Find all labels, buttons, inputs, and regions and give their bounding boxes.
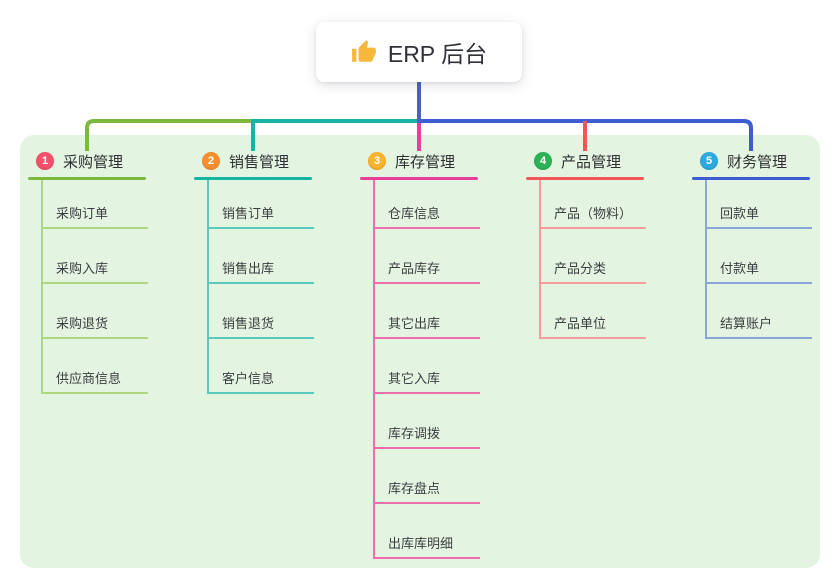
- child-node[interactable]: 库存调拨: [373, 421, 480, 449]
- branch-node-4[interactable]: 4 产品管理: [526, 149, 621, 173]
- branch-label: 财务管理: [727, 153, 788, 171]
- child-node[interactable]: 付款单: [705, 256, 812, 284]
- branch-column-库存管理: 3 库存管理仓库信息产品库存其它出库其它入库库存调拨库存盘点出库库明细: [360, 0, 500, 588]
- branches-panel: [20, 135, 820, 568]
- child-node[interactable]: 库存盘点: [373, 476, 480, 504]
- root-node[interactable]: ERP 后台: [316, 22, 522, 82]
- child-node[interactable]: 销售出库: [207, 256, 314, 284]
- branch-number-badge: 5: [700, 152, 718, 170]
- child-node[interactable]: 采购订单: [41, 201, 148, 229]
- child-node[interactable]: 出库库明细: [373, 531, 480, 559]
- root-title: ERP 后台: [387, 41, 488, 67]
- branch-label: 销售管理: [229, 153, 290, 171]
- branch-underline: [692, 177, 810, 180]
- child-connector-line: [207, 180, 209, 394]
- branch-number-badge: 4: [534, 152, 552, 170]
- child-node[interactable]: 销售订单: [207, 201, 314, 229]
- child-node[interactable]: 结算账户: [705, 311, 812, 339]
- branch-underline: [194, 177, 312, 180]
- branch-underline: [28, 177, 146, 180]
- child-node[interactable]: 产品分类: [539, 256, 646, 284]
- branch-node-3[interactable]: 3 库存管理: [360, 149, 455, 173]
- child-connector-line: [705, 180, 707, 339]
- child-node[interactable]: 产品单位: [539, 311, 646, 339]
- child-node[interactable]: 回款单: [705, 201, 812, 229]
- branch-column-采购管理: 1 采购管理采购订单采购入库采购退货供应商信息: [28, 0, 168, 588]
- child-node[interactable]: 其它出库: [373, 311, 480, 339]
- child-connector-line: [373, 180, 375, 559]
- branch-column-销售管理: 2 销售管理销售订单销售出库销售退货客户信息: [194, 0, 334, 588]
- branch-underline: [526, 177, 644, 180]
- child-connector-line: [539, 180, 541, 339]
- branch-node-1[interactable]: 1 采购管理: [28, 149, 123, 173]
- child-node[interactable]: 采购入库: [41, 256, 148, 284]
- child-node[interactable]: 产品库存: [373, 256, 480, 284]
- branch-label: 采购管理: [63, 153, 124, 171]
- branch-node-2[interactable]: 2 销售管理: [194, 149, 289, 173]
- child-node[interactable]: 产品（物料）: [539, 201, 646, 229]
- branch-number-badge: 3: [368, 152, 386, 170]
- branch-label: 产品管理: [561, 153, 622, 171]
- branch-column-财务管理: 5 财务管理回款单付款单结算账户: [692, 0, 832, 588]
- child-node[interactable]: 采购退货: [41, 311, 148, 339]
- branch-number-badge: 1: [36, 152, 54, 170]
- branch-underline: [360, 177, 478, 180]
- child-connector-line: [41, 180, 43, 394]
- branch-number-badge: 2: [202, 152, 220, 170]
- branch-label: 库存管理: [395, 153, 456, 171]
- child-node[interactable]: 客户信息: [207, 366, 314, 394]
- thumbs-up-icon: [351, 39, 377, 65]
- branch-node-5[interactable]: 5 财务管理: [692, 149, 787, 173]
- branch-column-产品管理: 4 产品管理产品（物料） 产品分类产品单位: [526, 0, 666, 588]
- child-node[interactable]: 销售退货: [207, 311, 314, 339]
- child-node[interactable]: 其它入库: [373, 366, 480, 394]
- child-node[interactable]: 仓库信息: [373, 201, 480, 229]
- child-node[interactable]: 供应商信息: [41, 366, 148, 394]
